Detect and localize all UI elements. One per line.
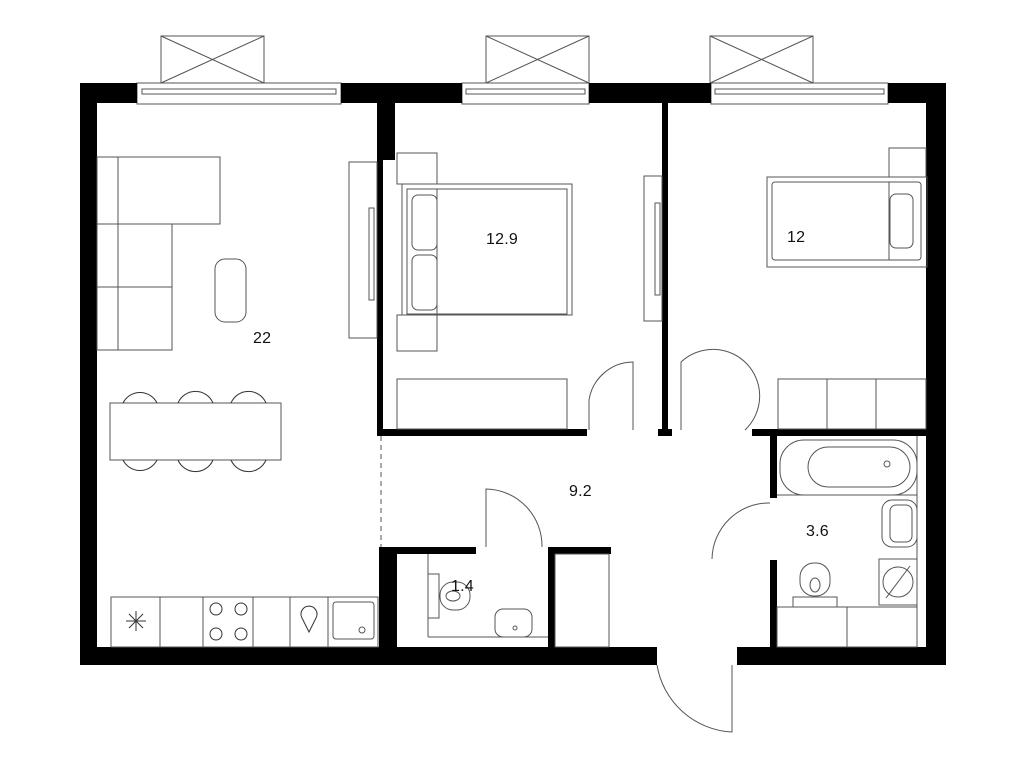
room-area-toilet: 1.4 [451,578,474,595]
tv-unit-bedroom [643,175,663,322]
walls [80,83,946,665]
windows [136,82,889,105]
double-bed [396,152,573,352]
window-boxes [160,35,814,84]
room-area-bedroom-2: 12 [787,229,806,246]
wardrobe-1 [396,378,568,430]
sofa [96,156,221,351]
water-drop-icon [300,605,318,634]
single-bed [766,147,928,268]
bathroom-fixtures [776,436,918,648]
stove-burners-icon [209,602,248,641]
wc-fixtures [427,553,610,648]
doors [485,348,771,733]
room-area-hallway: 9.2 [569,483,592,500]
room-area-living-kitchen: 22 [253,330,272,347]
room-area-bedroom-1: 12.9 [486,231,518,248]
tv-unit-living [348,161,378,339]
room-area-bathroom: 3.6 [806,523,829,540]
kitchen-counter [110,596,379,648]
kitchen-sink [332,601,375,640]
coffee-table [214,258,247,323]
dining-set [109,390,282,473]
wardrobe-2 [777,378,927,430]
fridge-icon [126,611,146,631]
